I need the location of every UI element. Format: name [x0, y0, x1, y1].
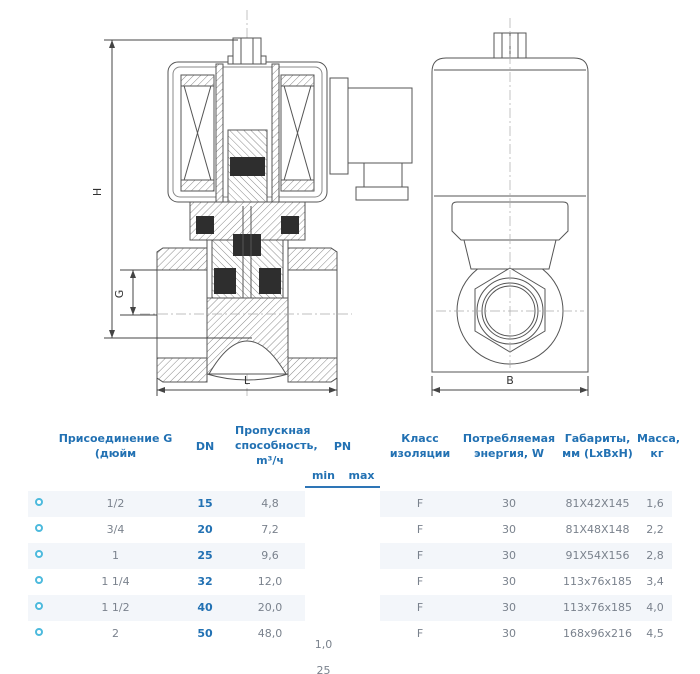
spec-table-body: 1/2 15 4,8 F 30 81X42X145 1,6 3/4 20 7,2… [0, 491, 700, 647]
dimension-b-label: B [506, 374, 514, 387]
cell-power: 30 [502, 575, 516, 588]
cell-dimensions: 81X48X148 [565, 523, 630, 536]
cell-power: 30 [502, 601, 516, 614]
cell-connection: 1/2 [106, 497, 125, 510]
cell-power: 30 [502, 523, 516, 536]
cell-insulation: F [416, 627, 424, 640]
dimension-b [431, 376, 589, 396]
row-stripe-left [28, 595, 305, 621]
cell-dn: 32 [197, 575, 213, 588]
cell-flow: 20,0 [257, 601, 283, 614]
col-header-power: Потребляемая энергия, W [462, 432, 556, 460]
table-row: 2 50 48,0 F 30 168x96x216 4,5 [0, 621, 700, 647]
row-stripe-right [380, 595, 672, 621]
col-header-connection: Присоединение G (дюйм [58, 432, 173, 460]
radio-circle-icon[interactable] [35, 498, 43, 506]
cell-connection: 1 1/2 [101, 601, 130, 614]
cell-mass: 4,5 [646, 627, 664, 640]
radio-circle-icon[interactable] [35, 602, 43, 610]
cell-dimensions: 91X54X156 [565, 549, 630, 562]
cell-connection: 2 [112, 627, 119, 640]
cell-flow: 4,8 [261, 497, 279, 510]
spec-table-header: Присоединение G (дюйм DN Пропускная спос… [0, 415, 700, 491]
dimension-h [104, 39, 252, 339]
col-header-mass: Масса, кг [637, 432, 681, 460]
cell-dimensions: 113x76x185 [562, 575, 632, 588]
col-header-pn-max: max [348, 469, 375, 482]
dimension-h-label: H [91, 188, 104, 196]
radio-circle-icon[interactable] [35, 550, 43, 558]
row-stripe-left [28, 543, 305, 569]
cell-mass: 1,6 [646, 497, 664, 510]
valve-cross-section-drawing: H G L [91, 10, 413, 396]
cell-power: 30 [502, 549, 516, 562]
electrical-connector [329, 77, 413, 201]
dimension-g-label: G [113, 290, 126, 299]
cell-power: 30 [502, 627, 516, 640]
cell-dn: 50 [197, 627, 213, 640]
radio-circle-icon[interactable] [35, 628, 43, 636]
col-header-insulation: Класс изоляции [389, 432, 451, 460]
cell-dn: 25 [197, 549, 213, 562]
spec-table: Присоединение G (дюйм DN Пропускная спос… [0, 415, 700, 674]
valve-cartridge [206, 206, 289, 301]
cell-dimensions: 113x76x185 [562, 601, 632, 614]
dimension-l-label: L [244, 374, 251, 387]
cell-mass: 2,8 [646, 549, 664, 562]
col-header-pn-min: min [311, 469, 336, 482]
col-header-flow: Пропускная способность, m³/ч [235, 424, 318, 467]
cell-dn: 15 [197, 497, 213, 510]
dimension-l [156, 378, 338, 396]
table-row: 3/4 20 7,2 F 30 81X48X148 2,2 [0, 517, 700, 543]
cell-insulation: F [416, 575, 424, 588]
cell-insulation: F [416, 601, 424, 614]
cell-flow: 7,2 [261, 523, 279, 536]
cell-flow: 9,6 [261, 549, 279, 562]
cell-power: 30 [502, 497, 516, 510]
coil-winding-left [180, 74, 215, 192]
dimension-g [120, 269, 157, 316]
pn-max-value: 25 [316, 664, 331, 674]
table-row: 1 1/2 40 20,0 F 30 113x76x185 4,0 [0, 595, 700, 621]
cell-flow: 12,0 [257, 575, 283, 588]
cell-connection: 3/4 [106, 523, 125, 536]
port-left [156, 247, 208, 383]
cell-flow: 48,0 [257, 627, 283, 640]
pn-values: 1,0 25 [305, 632, 380, 674]
pn-min-value: 1,0 [314, 638, 333, 651]
valve-body [206, 297, 289, 381]
port-right [287, 247, 338, 383]
plunger [227, 129, 268, 207]
col-header-dimensions: Габариты, мм (LxBxH) [562, 432, 633, 460]
row-stripe-left [28, 491, 305, 517]
cell-dn: 20 [197, 523, 213, 536]
table-row: 1 1/4 32 12,0 F 30 113x76x185 3,4 [0, 569, 700, 595]
cell-insulation: F [416, 549, 424, 562]
technical-drawings: H G L [91, 10, 589, 396]
radio-circle-icon[interactable] [35, 576, 43, 584]
pn-underline [305, 486, 380, 488]
top-screw [227, 37, 267, 65]
valve-side-view-drawing: B [431, 18, 589, 396]
table-row: 1 25 9,6 F 30 91X54X156 2,8 [0, 543, 700, 569]
cell-connection: 1 [112, 549, 119, 562]
cell-mass: 2,2 [646, 523, 664, 536]
coil-winding-right [280, 74, 315, 192]
table-row: 1/2 15 4,8 F 30 81X42X145 1,6 [0, 491, 700, 517]
bonnet [189, 201, 306, 241]
cell-mass: 4,0 [646, 601, 664, 614]
col-header-dn: DN [195, 440, 215, 453]
cell-dimensions: 81X42X145 [565, 497, 630, 510]
cell-dn: 40 [197, 601, 213, 614]
cell-insulation: F [416, 523, 424, 536]
cell-mass: 3,4 [646, 575, 664, 588]
radio-circle-icon[interactable] [35, 524, 43, 532]
cell-connection: 1 1/4 [101, 575, 130, 588]
col-header-pn: PN [333, 440, 352, 453]
cell-insulation: F [416, 497, 424, 510]
cell-dimensions: 168x96x216 [562, 627, 632, 640]
row-stripe-right [380, 543, 672, 569]
row-stripe-right [380, 491, 672, 517]
